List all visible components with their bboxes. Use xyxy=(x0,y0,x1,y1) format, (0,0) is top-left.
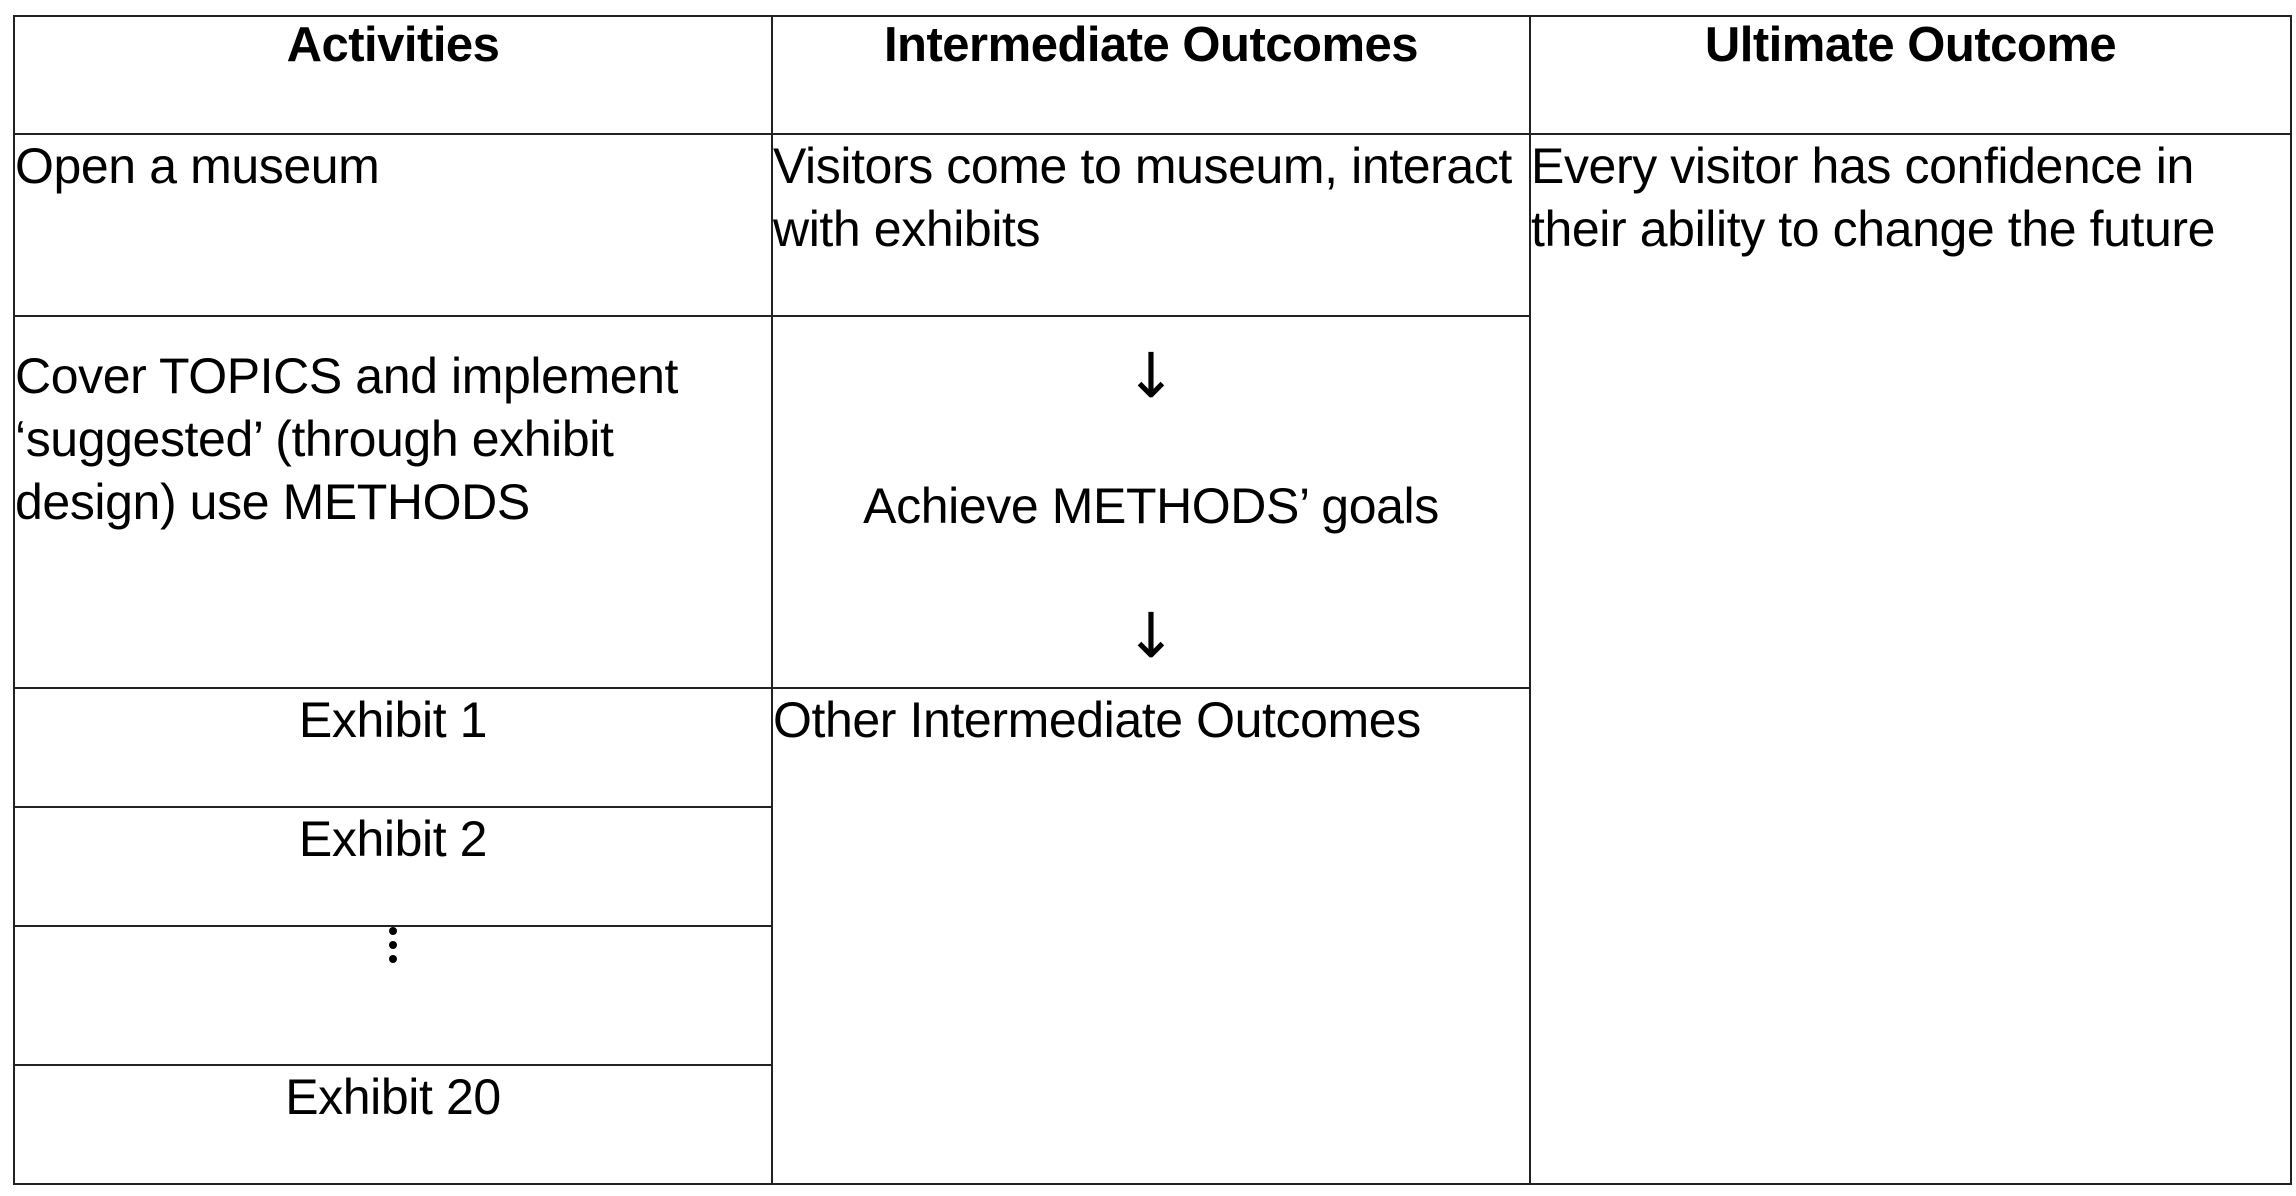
down-arrow-icon: ↓ xyxy=(1125,599,1177,672)
header-row: Activities Intermediate Outcomes Ultimat… xyxy=(13,15,2292,135)
outcome-other-intermediate: Other Intermediate Outcomes xyxy=(771,687,1531,1185)
outcome-ultimate-confidence: Every visitor has confidence in their ab… xyxy=(1529,133,2292,1185)
row-exhibit-2: Exhibit 2 xyxy=(13,806,2291,927)
row-methods: Cover TOPICS and implement ‘suggested’ (… xyxy=(13,315,2291,689)
header-activities: Activities xyxy=(13,15,773,135)
logic-model: Activities Intermediate Outcomes Ultimat… xyxy=(13,15,2292,1185)
down-arrow-icon: ↓ xyxy=(1125,339,1177,412)
header-intermediate-outcomes: Intermediate Outcomes xyxy=(771,15,1531,135)
logic-model-table: Activities Intermediate Outcomes Ultimat… xyxy=(13,15,2292,1185)
activity-exhibit-1: Exhibit 1 xyxy=(13,687,773,808)
row-exhibit-20: Exhibit 20 xyxy=(13,1064,2291,1185)
outcome-visitors: Visitors come to museum, interact with e… xyxy=(771,133,1531,317)
activity-exhibit-20: Exhibit 20 xyxy=(13,1064,773,1185)
outcome-methods-cell: ↓ Achieve METHODS’ goals ↓ xyxy=(771,315,1531,689)
activity-open-museum: Open a museum xyxy=(13,133,773,317)
activity-exhibit-2: Exhibit 2 xyxy=(13,806,773,927)
activity-cover-topics: Cover TOPICS and implement ‘suggested’ (… xyxy=(13,315,773,689)
header-ultimate-outcome: Ultimate Outcome xyxy=(1529,15,2292,135)
row-museum: Open a museum Visitors come to museum, i… xyxy=(13,133,2292,1185)
row-ellipsis xyxy=(13,925,2291,1066)
outcome-achieve-methods: Achieve METHODS’ goals xyxy=(863,477,1439,534)
activity-ellipsis xyxy=(13,925,773,1066)
vertical-ellipsis-icon xyxy=(15,927,771,963)
row-exhibit-1: Exhibit 1 Other Intermediate Outcomes xyxy=(13,687,2291,1185)
